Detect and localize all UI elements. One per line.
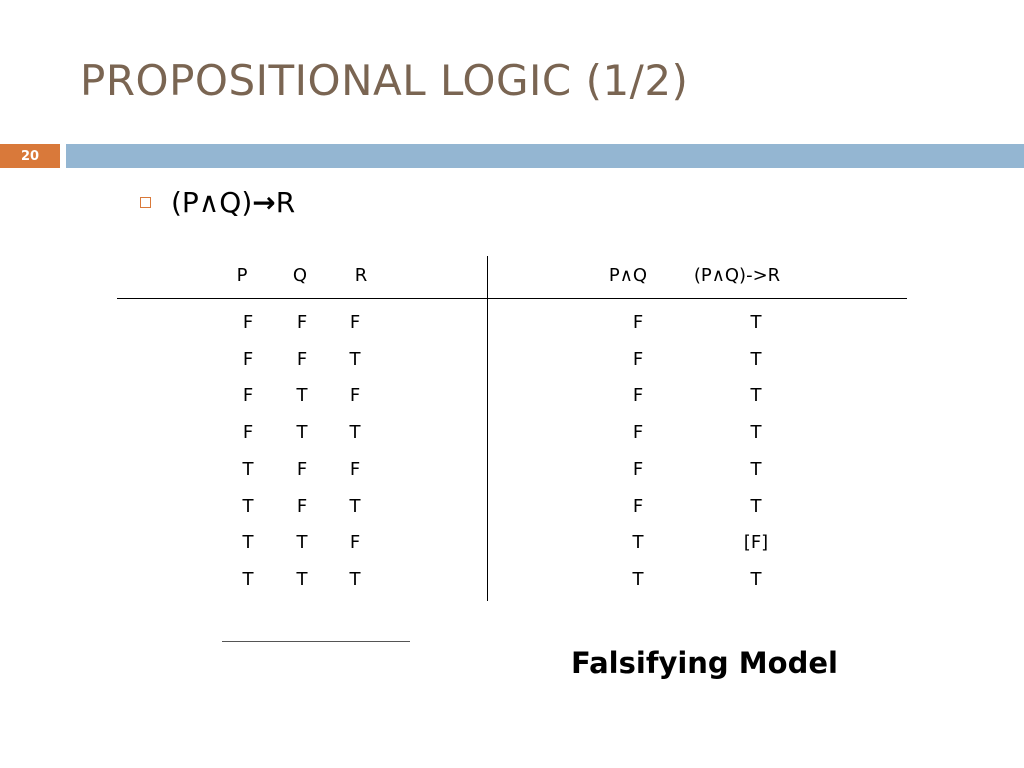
table-cell: F [632, 422, 644, 443]
table-cell: T [296, 385, 308, 406]
table-cell: T [750, 312, 762, 333]
table-cell: T [750, 569, 762, 590]
table-header-divider [117, 298, 907, 299]
header-bar [66, 144, 1024, 168]
header-implication: (P∧Q)->R [693, 265, 781, 286]
table-cell: [F] [743, 532, 769, 553]
table-cell: T [349, 569, 361, 590]
table-cell: F [632, 496, 644, 517]
table-cell: T [349, 496, 361, 517]
table-cell: F [632, 312, 644, 333]
table-cell: T [296, 532, 308, 553]
table-cell: F [242, 422, 254, 443]
table-cell: T [750, 422, 762, 443]
table-cell: T [242, 496, 254, 517]
table-cell: T [242, 459, 254, 480]
header-p-and-q: P∧Q [608, 265, 648, 286]
table-cell: T [632, 569, 644, 590]
table-cell: T [349, 349, 361, 370]
table-cell: T [632, 532, 644, 553]
header-r: R [354, 265, 368, 286]
bullet-item: (P∧Q) → R [140, 186, 295, 219]
slide-title: PROPOSITIONAL LOGIC (1/2) [80, 56, 689, 105]
table-cell: T [296, 569, 308, 590]
slide-number: 20 [0, 144, 60, 168]
table-cell: F [349, 312, 361, 333]
table-cell: F [242, 385, 254, 406]
table-cell: T [242, 569, 254, 590]
table-cell: F [296, 349, 308, 370]
table-cell: T [750, 385, 762, 406]
header-p: P [236, 265, 248, 286]
falsifying-model-caption: Falsifying Model [571, 646, 838, 680]
table-cell: T [750, 349, 762, 370]
table-cell: T [242, 532, 254, 553]
table-cell: F [632, 349, 644, 370]
table-cell: T [296, 422, 308, 443]
table-cell: T [750, 496, 762, 517]
table-cell: F [296, 459, 308, 480]
table-cell: F [296, 312, 308, 333]
table-cell: F [242, 312, 254, 333]
table-cell: F [296, 496, 308, 517]
table-cell: F [349, 385, 361, 406]
header-q: Q [292, 265, 308, 286]
table-cell: T [750, 459, 762, 480]
table-cell: F [349, 459, 361, 480]
right-arrow-icon: → [252, 186, 276, 219]
table-vertical-divider [487, 256, 488, 601]
table-cell: F [242, 349, 254, 370]
table-cell: F [349, 532, 361, 553]
bullet-formula-prefix: (P∧Q) [171, 186, 253, 219]
bullet-formula-suffix: R [275, 186, 296, 219]
table-cell: F [632, 459, 644, 480]
table-cell: F [632, 385, 644, 406]
square-bullet-icon [140, 197, 151, 208]
decorative-underline [222, 641, 410, 642]
table-cell: T [349, 422, 361, 443]
